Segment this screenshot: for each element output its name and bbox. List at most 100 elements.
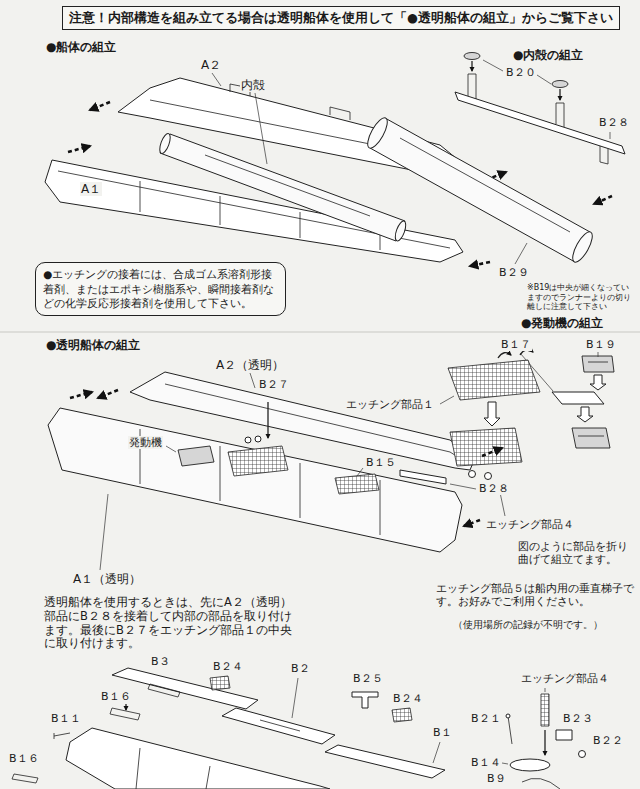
part-label: A１ <box>80 182 102 196</box>
leader-line <box>292 678 298 718</box>
page-fold <box>0 331 640 333</box>
instruction-note: 図のように部品を折り曲げて組立てます。 <box>517 540 634 565</box>
callout-number: B９ <box>486 772 507 785</box>
callout-number: B１７ <box>500 338 532 351</box>
part-b22 <box>579 751 586 758</box>
part-label: 発動機 <box>128 436 163 449</box>
callout-number: B２０ <box>505 66 537 79</box>
leader-line <box>212 73 221 86</box>
pin-head <box>506 714 510 718</box>
leader-line <box>357 468 363 476</box>
etched-part-1 <box>448 360 540 400</box>
hull-a2-clear <box>130 372 475 470</box>
callout-number: B１９ <box>585 338 617 351</box>
instruction-note: （使用場所の記録が不明です。） <box>452 619 604 630</box>
part-label: A２（透明） <box>215 358 285 372</box>
callout-number: B２８ <box>478 482 510 495</box>
leader-line <box>255 93 267 164</box>
fit-arrow <box>125 704 126 710</box>
part-label: エッチング部品１ <box>345 398 435 411</box>
caution-note: ※B19は中央が細くなっていますのでランナーよりの切り離しに注意して下さい <box>526 283 636 312</box>
inner-shell-end <box>393 220 408 242</box>
callout-number: B３ <box>150 655 171 668</box>
part-label: エッチング部品４ <box>485 518 575 531</box>
block-arrow <box>590 375 606 390</box>
engine <box>178 446 214 466</box>
part-label: A１（透明） <box>72 572 142 586</box>
etched-part-4 <box>541 694 549 726</box>
join-arrow <box>68 146 90 152</box>
instruction-note: 透明船体を使用するときは、先にA２（透明）部品にB２８を接着して内部の部品を取り… <box>43 596 303 651</box>
block-arrow <box>484 402 500 426</box>
part-b24 <box>392 708 412 722</box>
callout-number: B１５ <box>365 456 397 469</box>
pin-b27 <box>267 402 268 438</box>
warning-box: 注意！内部構造を組み立てる場合は透明船体を使用して「●透明船体の組立」からご覧下… <box>62 6 620 30</box>
leader-line <box>450 484 476 489</box>
part-label: A２ <box>200 58 222 72</box>
section-heading: ●内殻の組立 <box>512 48 584 62</box>
fold-arrow <box>498 353 511 358</box>
cylinder-end <box>364 115 391 151</box>
instruction-note: エッチング部品５は船内用の垂直梯子です。お好みでご利用ください。 <box>435 582 635 607</box>
section-heading: ●船体の組立 <box>45 40 117 54</box>
callout-number: B２１ <box>470 712 502 725</box>
disc-b20 <box>552 81 568 88</box>
gear-part <box>255 436 261 442</box>
pin-b21 <box>508 716 512 744</box>
deck-b3 <box>112 668 258 709</box>
grid-b15 <box>335 474 379 494</box>
part-b9 <box>522 778 560 789</box>
inner-shell-line <box>205 155 370 216</box>
join-arrow <box>470 262 490 266</box>
part-b24 <box>210 676 230 690</box>
section-heading: ●発動機の組立 <box>520 316 604 330</box>
callout-number: B２８ <box>598 116 630 129</box>
gear-part <box>485 473 492 480</box>
callout-number: B１ <box>432 726 453 739</box>
note-text: ●エッチングの接着には、合成ゴム系溶剤形接着剤、またはエポキシ樹脂系や、瞬間接着… <box>36 263 285 315</box>
inner-shell-end <box>158 132 173 154</box>
rail-posts <box>468 74 608 164</box>
join-arrow <box>70 392 92 398</box>
callout-number: B２４ <box>392 692 424 705</box>
callout-number: B１１ <box>50 712 82 725</box>
callout-number: B１６ <box>8 752 40 765</box>
hull-panel-lines <box>140 429 380 535</box>
part-b16 <box>12 774 38 783</box>
part-b25 <box>352 692 378 708</box>
leader-line <box>250 373 255 388</box>
leader-line <box>100 494 108 570</box>
leader-line <box>545 688 546 692</box>
join-arrow <box>90 102 110 110</box>
join-arrow <box>594 196 612 204</box>
etched-part-folded <box>450 428 522 466</box>
callout-number: B２３ <box>562 712 594 725</box>
leader-line <box>610 132 611 139</box>
callout-number: B２ <box>290 662 311 675</box>
part-label: エッチング部品４ <box>520 672 610 685</box>
section-heading: ●透明船体の組立 <box>45 338 141 352</box>
callout-number: B２９ <box>498 266 530 279</box>
part-line <box>588 362 608 363</box>
gear-part <box>469 471 476 478</box>
join-arrow <box>464 520 480 526</box>
rail-b28 <box>400 470 446 484</box>
part-b19 <box>582 356 614 372</box>
callout-number: B２２ <box>592 734 624 747</box>
leader-line <box>166 446 176 452</box>
fit-arrow <box>544 730 545 755</box>
cylinder-end <box>569 229 596 265</box>
leader-line <box>515 243 527 264</box>
leader-line <box>483 60 551 84</box>
cylinder-slot <box>400 138 570 232</box>
engine-assembled <box>572 428 610 448</box>
leader-line <box>598 352 599 357</box>
callout-number: B１４ <box>470 756 502 769</box>
leader-line <box>440 396 454 404</box>
note-box: ●エッチングの接着には、合成ゴム系溶剤形接着剤、またはエポキシ樹脂系や、瞬間接着… <box>35 262 286 316</box>
part-label: 内殻 <box>240 78 266 92</box>
part-b23 <box>556 730 572 740</box>
